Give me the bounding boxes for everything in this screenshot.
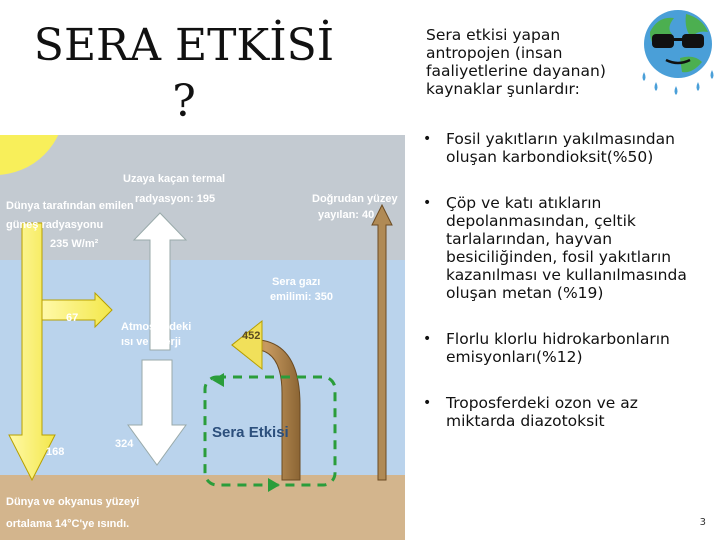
space-thermal-label-1: Uzaya kaçan termal xyxy=(123,173,225,185)
slide-title: SERA ETKİSİ ? xyxy=(14,18,354,130)
direct-surface-label-2: yayılan: 40 xyxy=(318,209,374,221)
greenhouse-diagram: Uzaya kaçan termal radyasyon: 195 Dünya … xyxy=(0,135,405,540)
ghg-yellow-head xyxy=(231,319,263,371)
solar-arrow xyxy=(8,222,56,482)
greenhouse-effect-label: Sera Etkisi xyxy=(212,424,289,441)
page-number: 3 xyxy=(699,517,706,528)
intro-text: Sera etkisi yapan antropojen (insan faal… xyxy=(426,26,606,98)
back-radiation-arrow xyxy=(127,359,187,466)
thermal-escape-arrow xyxy=(132,212,188,351)
sun-icon xyxy=(0,135,59,175)
direct-surface-arrow xyxy=(371,203,393,481)
bullet-item: Fosil yakıtların yakılmasından oluşan ka… xyxy=(420,130,700,166)
earth-emitted-label-2: güneş radyasyonu xyxy=(6,219,103,231)
earth-emitted-label-3: 235 W/m² xyxy=(50,238,99,250)
ghg-emission-label-1: Sera gazı xyxy=(272,276,320,288)
absorbed-67-arrow xyxy=(41,291,113,329)
ground-band xyxy=(0,475,405,540)
title-line-2: ? xyxy=(172,76,196,127)
atmos-heat-label-1: Atmosferdeki xyxy=(121,321,191,333)
value-324-label: 324 xyxy=(115,438,134,450)
surface-warm-label-2: ortalama 14°C'ye ısındı. xyxy=(6,518,129,530)
bullet-list: Fosil yakıtların yakılmasından oluşan ka… xyxy=(420,130,700,458)
value-452-label: 452 xyxy=(242,330,260,342)
bullet-item: Florlu klorlu hidrokarbonların emisyonla… xyxy=(420,330,700,366)
space-thermal-label-2: radyasyon: 195 xyxy=(135,193,215,205)
value-67-label: 67 xyxy=(66,312,78,324)
bullet-item: Troposferdeki ozon ve az miktarda diazot… xyxy=(420,394,700,430)
title-line-1: SERA ETKİSİ xyxy=(33,20,335,71)
earth-sunglasses-icon xyxy=(642,10,714,95)
surface-warm-label-1: Dünya ve okyanus yüzeyi xyxy=(6,496,139,508)
earth-emitted-label-1: Dünya tarafından emilen xyxy=(6,200,134,212)
space-band xyxy=(0,135,405,260)
atmos-heat-label-2: ısı ve enerji xyxy=(121,336,181,348)
atmosphere-band xyxy=(0,260,405,475)
value-168-label: 168 xyxy=(46,446,64,458)
ghg-emission-label-2: emilimi: 350 xyxy=(270,291,333,303)
bullet-item: Çöp ve katı atıkların depolanmasından, ç… xyxy=(420,194,700,302)
direct-surface-label-1: Doğrudan yüzey xyxy=(312,193,398,205)
